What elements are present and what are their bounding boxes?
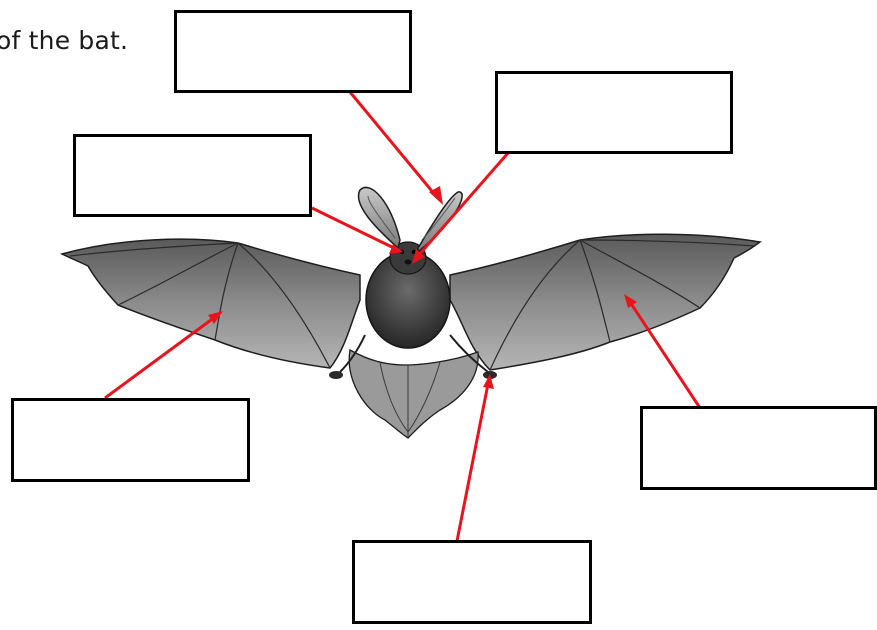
pointer-arrow-foot xyxy=(483,374,494,389)
left-ear xyxy=(357,186,401,250)
pointer-arrow-right-wing xyxy=(624,294,637,308)
pointer-arrow-eye xyxy=(389,244,403,254)
hind-legs xyxy=(339,334,489,373)
pointer-line-nose xyxy=(416,152,510,257)
pointer-arrow-ear xyxy=(429,186,443,205)
pointer-line-right-wing xyxy=(628,301,702,409)
label-box-nose[interactable] xyxy=(495,71,733,154)
bat-illustration xyxy=(59,186,762,439)
label-box-eye[interactable] xyxy=(73,134,312,217)
pointer-line-left-wing xyxy=(104,315,216,400)
left-wing-bones xyxy=(69,242,331,369)
pointer-line-eye xyxy=(311,206,395,250)
worksheet-instruction: of the bat. xyxy=(0,26,129,55)
pointer-line-foot xyxy=(455,383,490,542)
label-box-ear[interactable] xyxy=(174,10,412,93)
pointer-arrow-nose xyxy=(412,249,425,264)
pointer-line-ear xyxy=(348,91,438,197)
bat-nose xyxy=(404,259,412,265)
label-box-left-wing[interactable] xyxy=(11,398,250,482)
right-wing xyxy=(449,233,762,371)
pointer-lines xyxy=(104,91,702,542)
right-wing-bones xyxy=(489,239,756,371)
pointer-arrow-left-wing xyxy=(208,311,223,324)
label-box-foot[interactable] xyxy=(352,540,592,624)
label-box-right-wing[interactable] xyxy=(640,406,877,490)
left-wing xyxy=(59,238,361,369)
tail-membrane xyxy=(348,348,479,439)
